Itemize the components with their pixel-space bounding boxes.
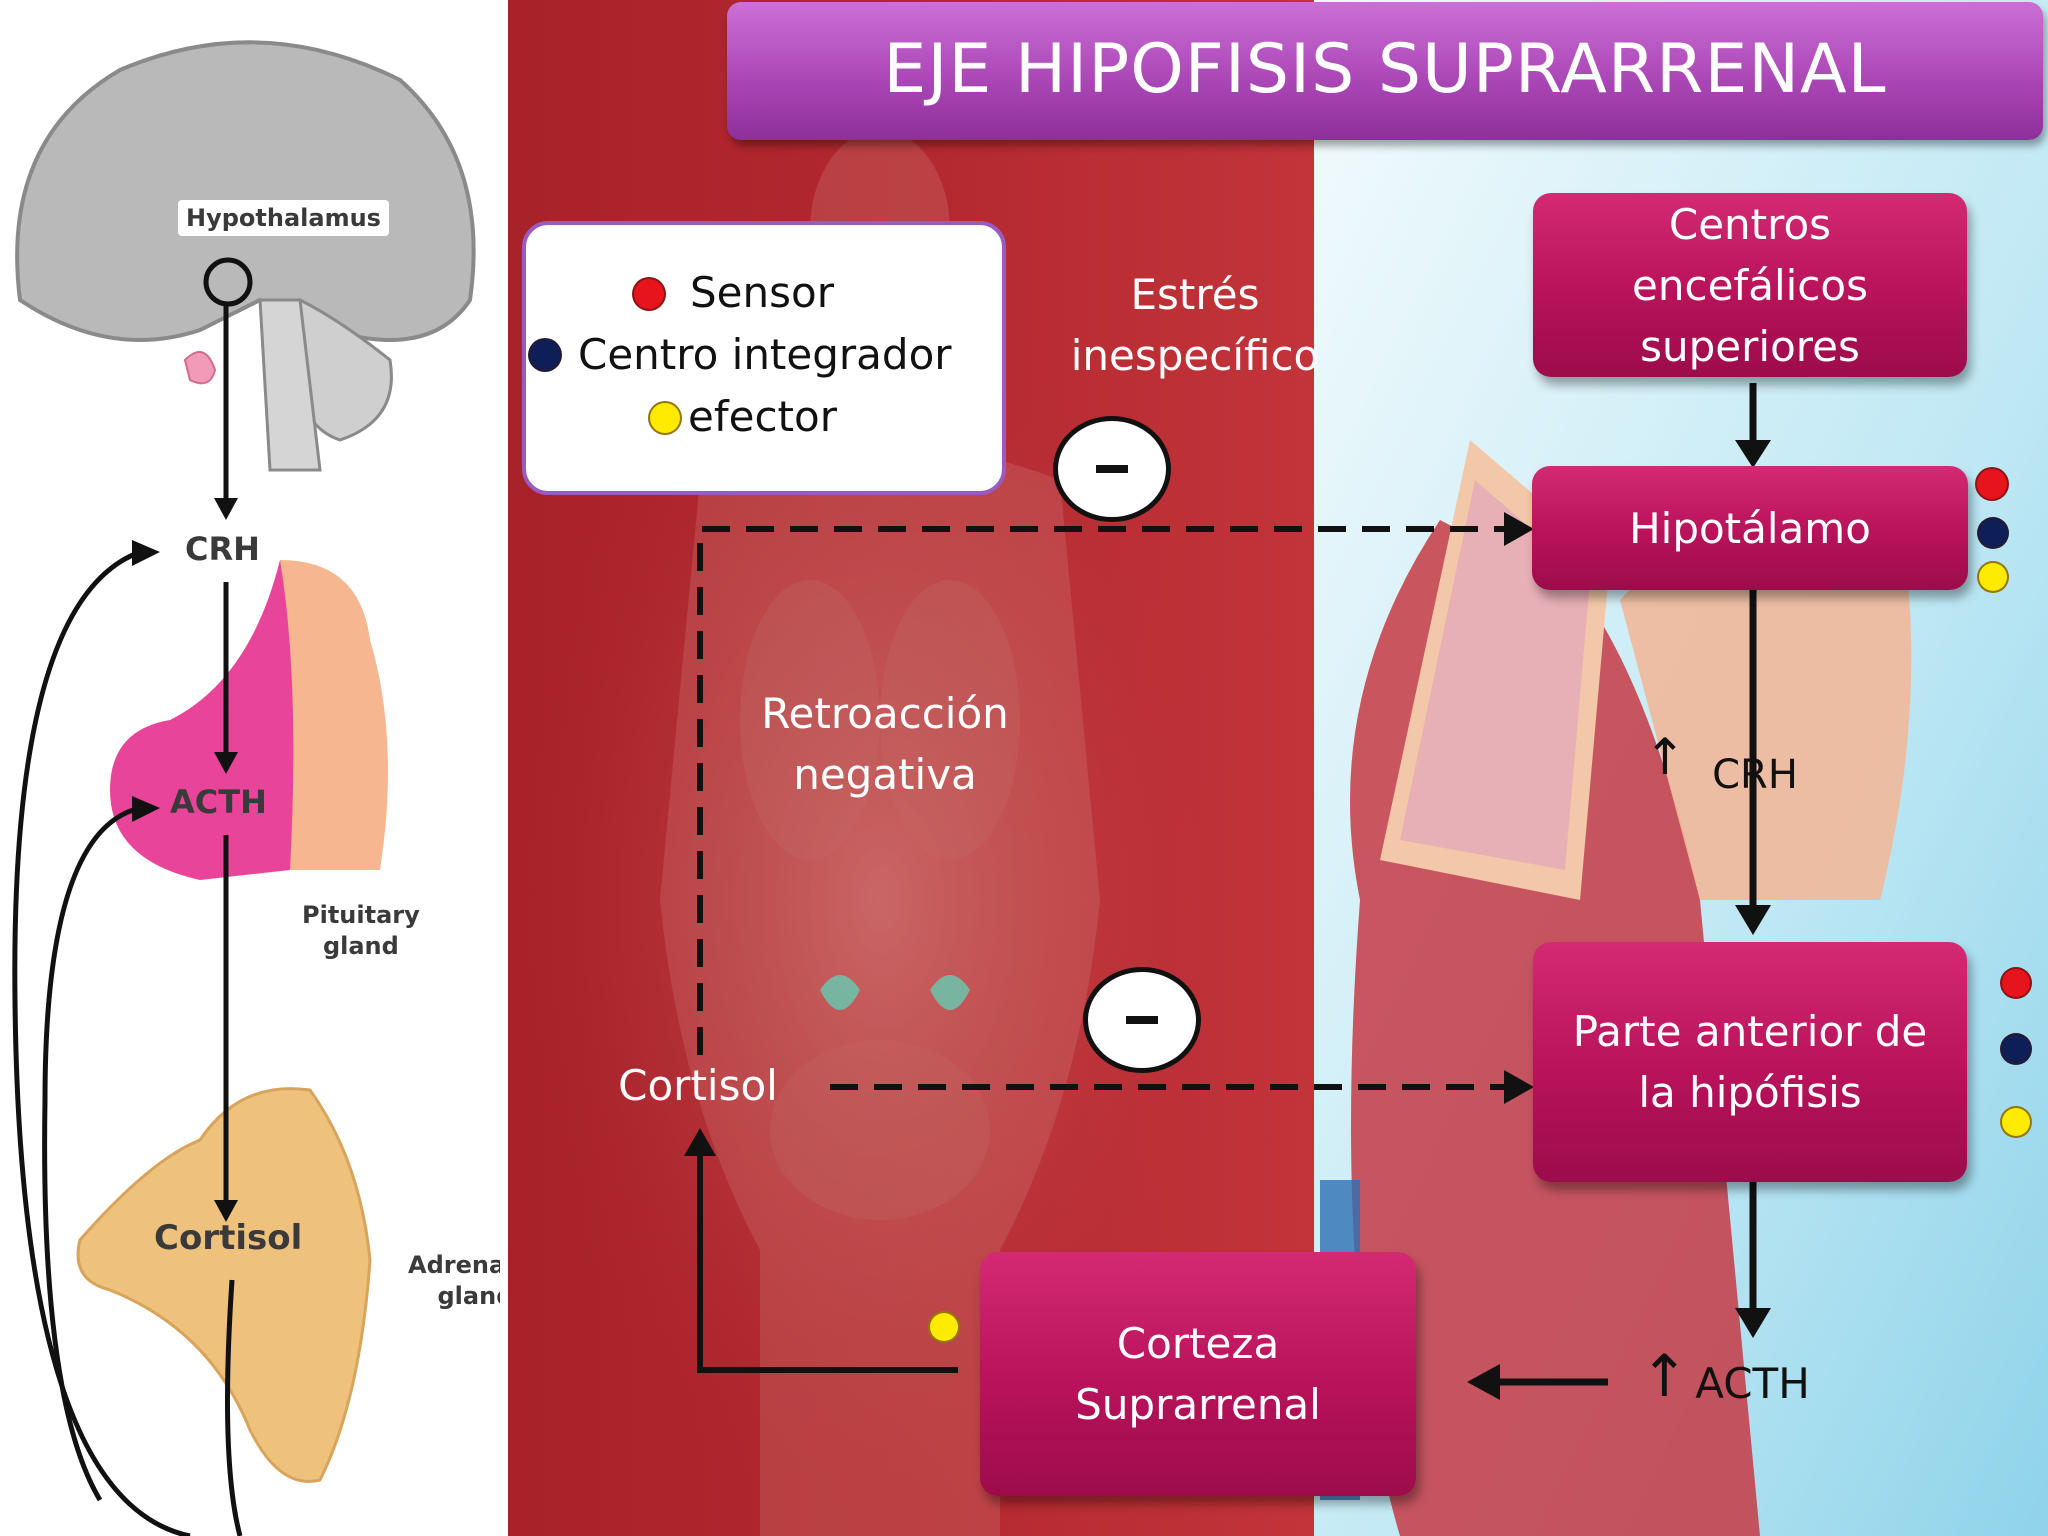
acth-label: ACTH bbox=[1695, 1359, 1810, 1408]
left-hypothalamus-label: Hypothalamus bbox=[178, 200, 389, 236]
effector-dot-icon bbox=[648, 401, 682, 435]
hypothalamus-box: Hipotálamo bbox=[1532, 466, 1968, 590]
legend-integrator: Centro integrador bbox=[578, 330, 952, 379]
left-pituitary-label: Pituitary gland bbox=[302, 901, 420, 960]
negative-sign-upper-icon bbox=[1053, 416, 1171, 522]
left-cortisol-label: Cortisol bbox=[154, 1218, 303, 1258]
title-bar bbox=[727, 2, 2043, 140]
anterior-pituitary-box: Parte anterior de la hipófisis bbox=[1533, 942, 1967, 1182]
left-adrenal-label-clip: Adrenal gland bbox=[400, 1250, 500, 1320]
crh-label: CRH bbox=[1712, 752, 1798, 798]
legend-sensor: Sensor bbox=[690, 268, 834, 317]
hypothalamus-sensor-dot-icon bbox=[1975, 467, 2009, 501]
left-acth-label: ACTH bbox=[170, 783, 267, 821]
adrenal-cortex-box: Corteza Suprarrenal bbox=[980, 1252, 1416, 1496]
negative-sign-lower-icon bbox=[1083, 967, 1201, 1073]
pituitary-integrator-dot-icon bbox=[2000, 1033, 2032, 1065]
cortisol-label: Cortisol bbox=[618, 1061, 778, 1110]
hypothalamus-effector-dot-icon bbox=[1977, 561, 2009, 593]
integrator-dot-icon bbox=[528, 338, 562, 372]
acth-increase-arrow-icon: ↑ bbox=[1640, 1342, 1689, 1410]
hypothalamus-integrator-dot-icon bbox=[1977, 517, 2009, 549]
pituitary-sensor-dot-icon bbox=[2000, 967, 2032, 999]
stressor-label: Estrés inespecífico bbox=[1070, 270, 1320, 380]
adrenal-effector-dot-icon bbox=[928, 1311, 960, 1343]
crh-increase-arrow-icon: ↑ bbox=[1644, 728, 1686, 786]
negative-feedback-label: Retroacción negativa bbox=[761, 689, 1009, 799]
left-adrenal-label: Adrenal gland bbox=[408, 1251, 500, 1310]
higher-centers-box: Centros encefálicos superiores bbox=[1533, 193, 1967, 377]
legend-box bbox=[522, 221, 1006, 495]
sensor-dot-icon bbox=[632, 277, 666, 311]
page-title: EJE HIPOFISIS SUPRARRENAL bbox=[883, 30, 1887, 109]
legend-effector: efector bbox=[688, 392, 837, 441]
left-crh-label: CRH bbox=[185, 530, 260, 568]
pituitary-effector-dot-icon bbox=[2000, 1106, 2032, 1138]
